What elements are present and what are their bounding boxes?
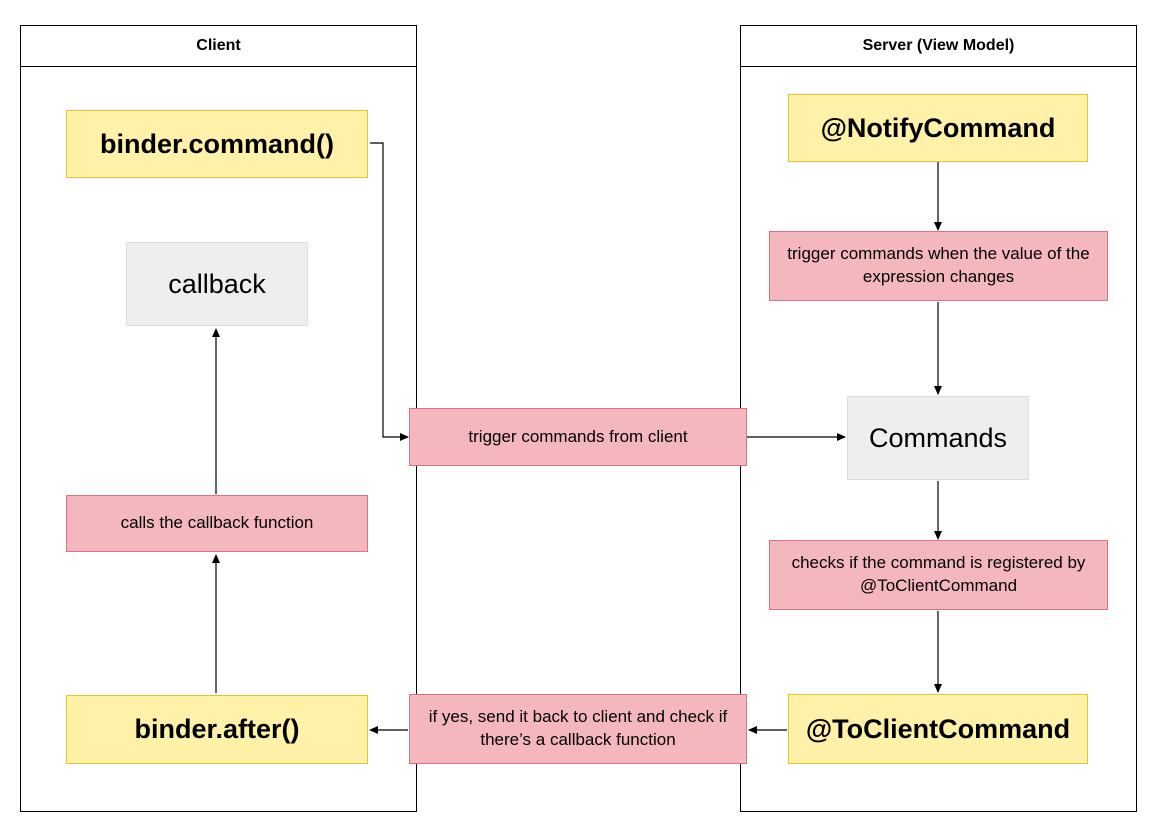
checks-registered-label: checks if the command is registered by @… xyxy=(791,553,1086,595)
checks-registered-node: checks if the command is registered by @… xyxy=(769,540,1108,610)
trigger-on-change-node: trigger commands when the value of the e… xyxy=(769,231,1108,301)
binder-after-node: binder.after() xyxy=(66,695,368,764)
calls-callback-label: calls the callback function xyxy=(120,513,314,533)
to-client-command-node: @ToClientCommand xyxy=(788,694,1088,764)
notify-command-label: @NotifyCommand xyxy=(820,112,1056,143)
client-lane-title: Client xyxy=(21,26,416,67)
server-lane-title: Server (View Model) xyxy=(741,26,1136,67)
send-back-label: if yes, send it back to client and check… xyxy=(428,707,728,749)
notify-command-node: @NotifyCommand xyxy=(788,94,1088,162)
trigger-from-client-label: trigger commands from client xyxy=(468,426,688,446)
callback-label: callback xyxy=(168,268,266,299)
callback-node: callback xyxy=(126,242,308,326)
commands-node: Commands xyxy=(847,396,1029,480)
trigger-from-client-node: trigger commands from client xyxy=(409,408,747,466)
commands-label: Commands xyxy=(868,422,1008,453)
binder-command-node: binder.command() xyxy=(66,110,368,178)
send-back-node: if yes, send it back to client and check… xyxy=(409,694,747,764)
binder-command-label: binder.command() xyxy=(99,128,335,159)
calls-callback-node: calls the callback function xyxy=(66,495,368,552)
to-client-command-label: @ToClientCommand xyxy=(805,713,1071,744)
trigger-on-change-label: trigger commands when the value of the e… xyxy=(787,244,1090,286)
binder-after-label: binder.after() xyxy=(134,714,300,745)
